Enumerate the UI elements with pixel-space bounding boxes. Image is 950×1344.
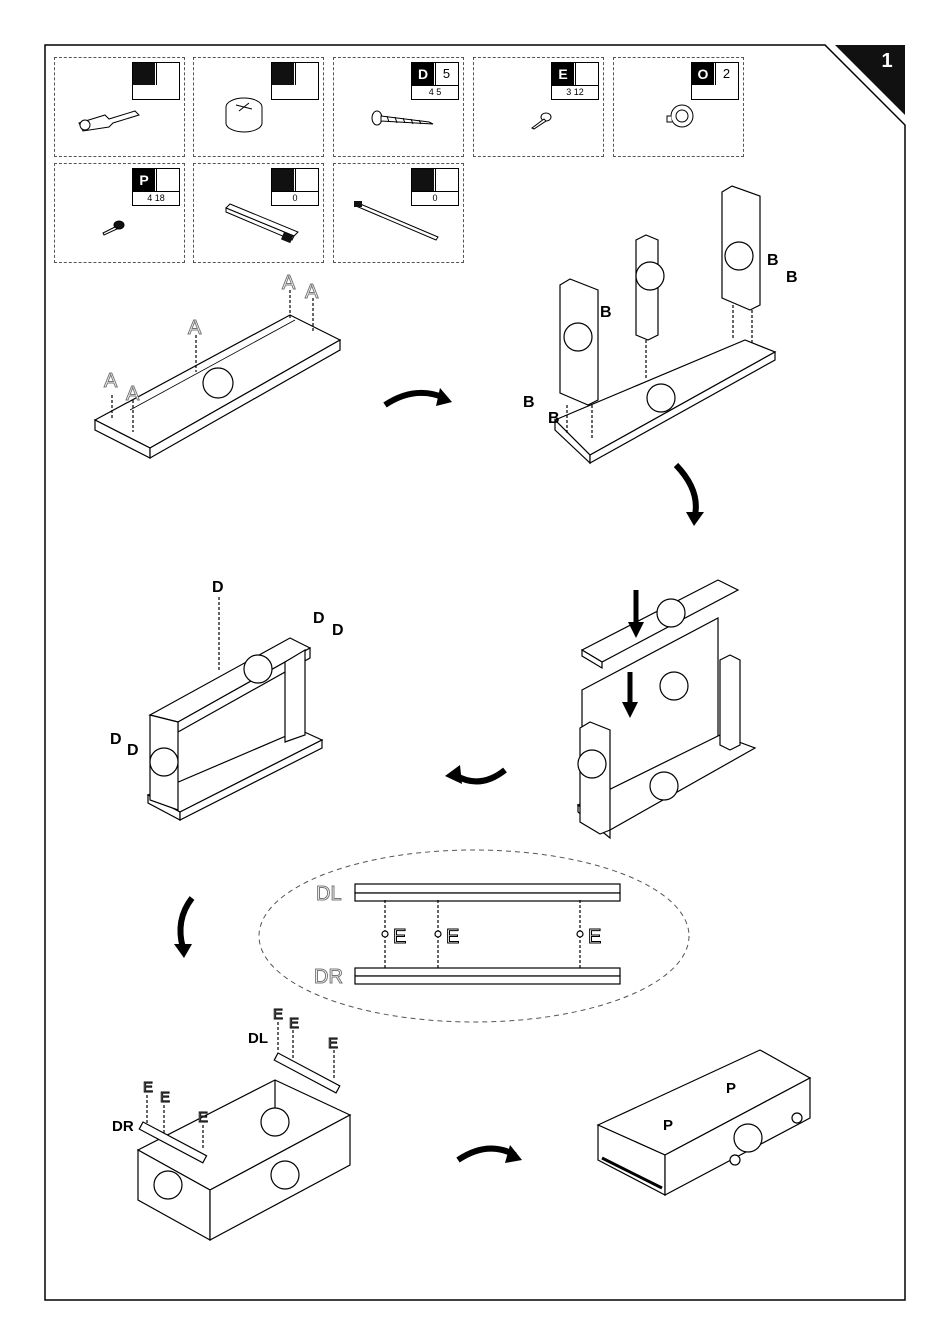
label-d-5: D <box>127 742 139 759</box>
frame-step <box>148 597 322 820</box>
label-dr-drawer: DR <box>112 1118 134 1135</box>
label-a-3: A <box>188 317 202 339</box>
label-d-1: D <box>212 579 224 596</box>
hardware-box-8: 0 <box>333 163 464 263</box>
label-d-4: D <box>110 731 122 748</box>
label-dl-drawer: DL <box>248 1030 268 1047</box>
label-a-4: A <box>282 272 296 294</box>
label-e-d2: E <box>289 1015 299 1032</box>
hardware-box-2 <box>193 57 324 157</box>
curved-arrow-down-left-icon <box>180 898 192 948</box>
label-e-rail-3: E <box>588 926 601 948</box>
sides-step <box>555 186 775 463</box>
label-p-2: P <box>663 1117 673 1134</box>
hardware-box-3: D 5 4 5 <box>333 57 464 157</box>
label-b-5: B <box>548 410 560 427</box>
drawer-rail-icon <box>352 200 442 246</box>
hardware-box-7: 0 <box>193 163 324 263</box>
label-b-1: B <box>600 304 612 321</box>
label-a-1: A <box>104 370 118 392</box>
knob-screw-icon <box>97 219 127 237</box>
hardware-box-4: E 3 12 <box>473 57 604 157</box>
label-dl-rail: DL <box>316 883 342 905</box>
cam-dowel-icon <box>75 103 145 133</box>
curved-arrow-right-icon <box>385 393 445 405</box>
label-d-2: D <box>313 610 325 627</box>
rail-detail-callout <box>259 850 689 1022</box>
label-d-3: D <box>332 622 344 639</box>
label-b-2: B <box>767 252 779 269</box>
label-e-d3: E <box>328 1035 338 1052</box>
screw-icon <box>369 108 439 132</box>
label-a-5: A <box>305 281 319 303</box>
label-e-d1: E <box>273 1006 283 1023</box>
curved-arrow-down-icon <box>676 465 696 515</box>
hardware-box-5: O 2 <box>613 57 744 157</box>
label-a-2: A <box>126 383 140 405</box>
label-dr-rail: DR <box>314 966 343 988</box>
label-e-d6: E <box>198 1109 208 1126</box>
label-e-d4: E <box>143 1079 153 1096</box>
drawer-box-step <box>138 1022 350 1240</box>
curved-arrow-left-icon <box>455 770 505 781</box>
hardware-box-6: P 4 18 <box>54 163 185 263</box>
label-e-rail-1: E <box>393 926 406 948</box>
small-screw-icon <box>526 110 556 132</box>
drawer-runner-icon <box>222 202 302 244</box>
hardware-box-1 <box>54 57 185 157</box>
drawer-front-step <box>598 1050 810 1195</box>
base-panel-step <box>95 290 340 458</box>
label-e-rail-2: E <box>446 926 459 948</box>
step-number: 1 <box>881 50 892 72</box>
label-e-d5: E <box>160 1089 170 1106</box>
label-p-1: P <box>726 1080 736 1097</box>
top-back-step <box>578 580 755 838</box>
cam-lock-icon <box>219 93 269 138</box>
knob-icon <box>664 100 696 132</box>
label-b-4: B <box>523 394 535 411</box>
label-b-3: B <box>786 269 798 286</box>
